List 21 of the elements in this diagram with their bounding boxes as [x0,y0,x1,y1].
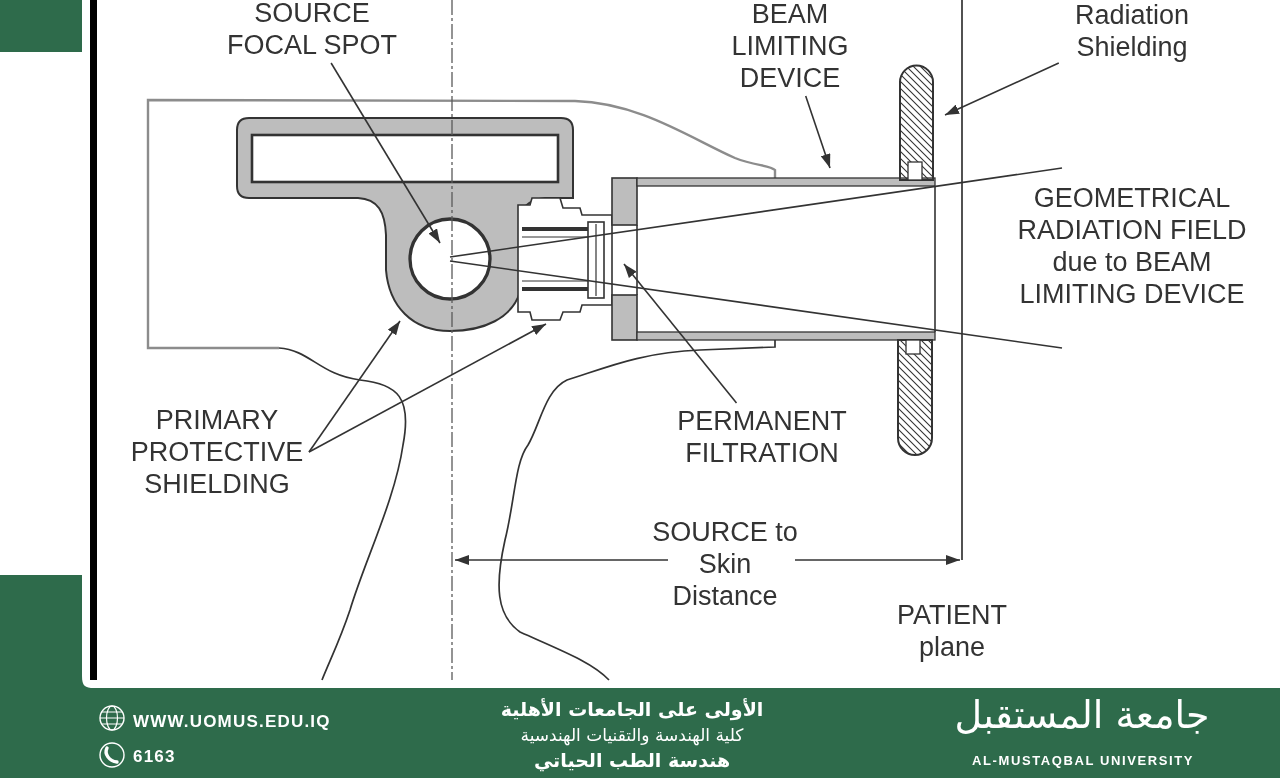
university-name: AL-MUSTAQBAL UNIVERSITY [972,752,1194,770]
annotation-label: PATIENT plane [896,599,1008,663]
leader-arrow [944,62,1060,116]
footer-text: هندسة الطب الحياتي [533,749,731,773]
annotation-label: GEOMETRICAL RADIATION FIELD due to BEAM LIMITING DEVICE [1016,182,1248,310]
leader-arrow [804,95,831,169]
footer-text: الأولى على الجامعات الأهلية [500,698,764,722]
dimension-label: SOURCE to Skin Distance [651,516,799,612]
leader-arrow [330,62,441,244]
callout-label: PERMANENT FILTRATION [672,405,852,469]
callout-label: Radiation Shielding [1057,0,1207,63]
web-address: WWW.UOMUS.EDU.IQ [133,711,331,733]
callout-label: SOURCE FOCAL SPOT [217,0,407,61]
footer-text: كلية الهندسة والتقنيات الهندسية [520,725,744,747]
callout-label: PRIMARY PROTECTIVE SHIELDING [127,404,307,500]
phone-number: 6163 [133,746,176,768]
callout-label: BEAM LIMITING DEVICE [727,0,853,94]
leader-arrow [308,320,401,453]
university-name: جامعة المستقبل [954,692,1210,740]
leader-arrow [623,263,738,404]
leader-arrow [308,323,547,453]
